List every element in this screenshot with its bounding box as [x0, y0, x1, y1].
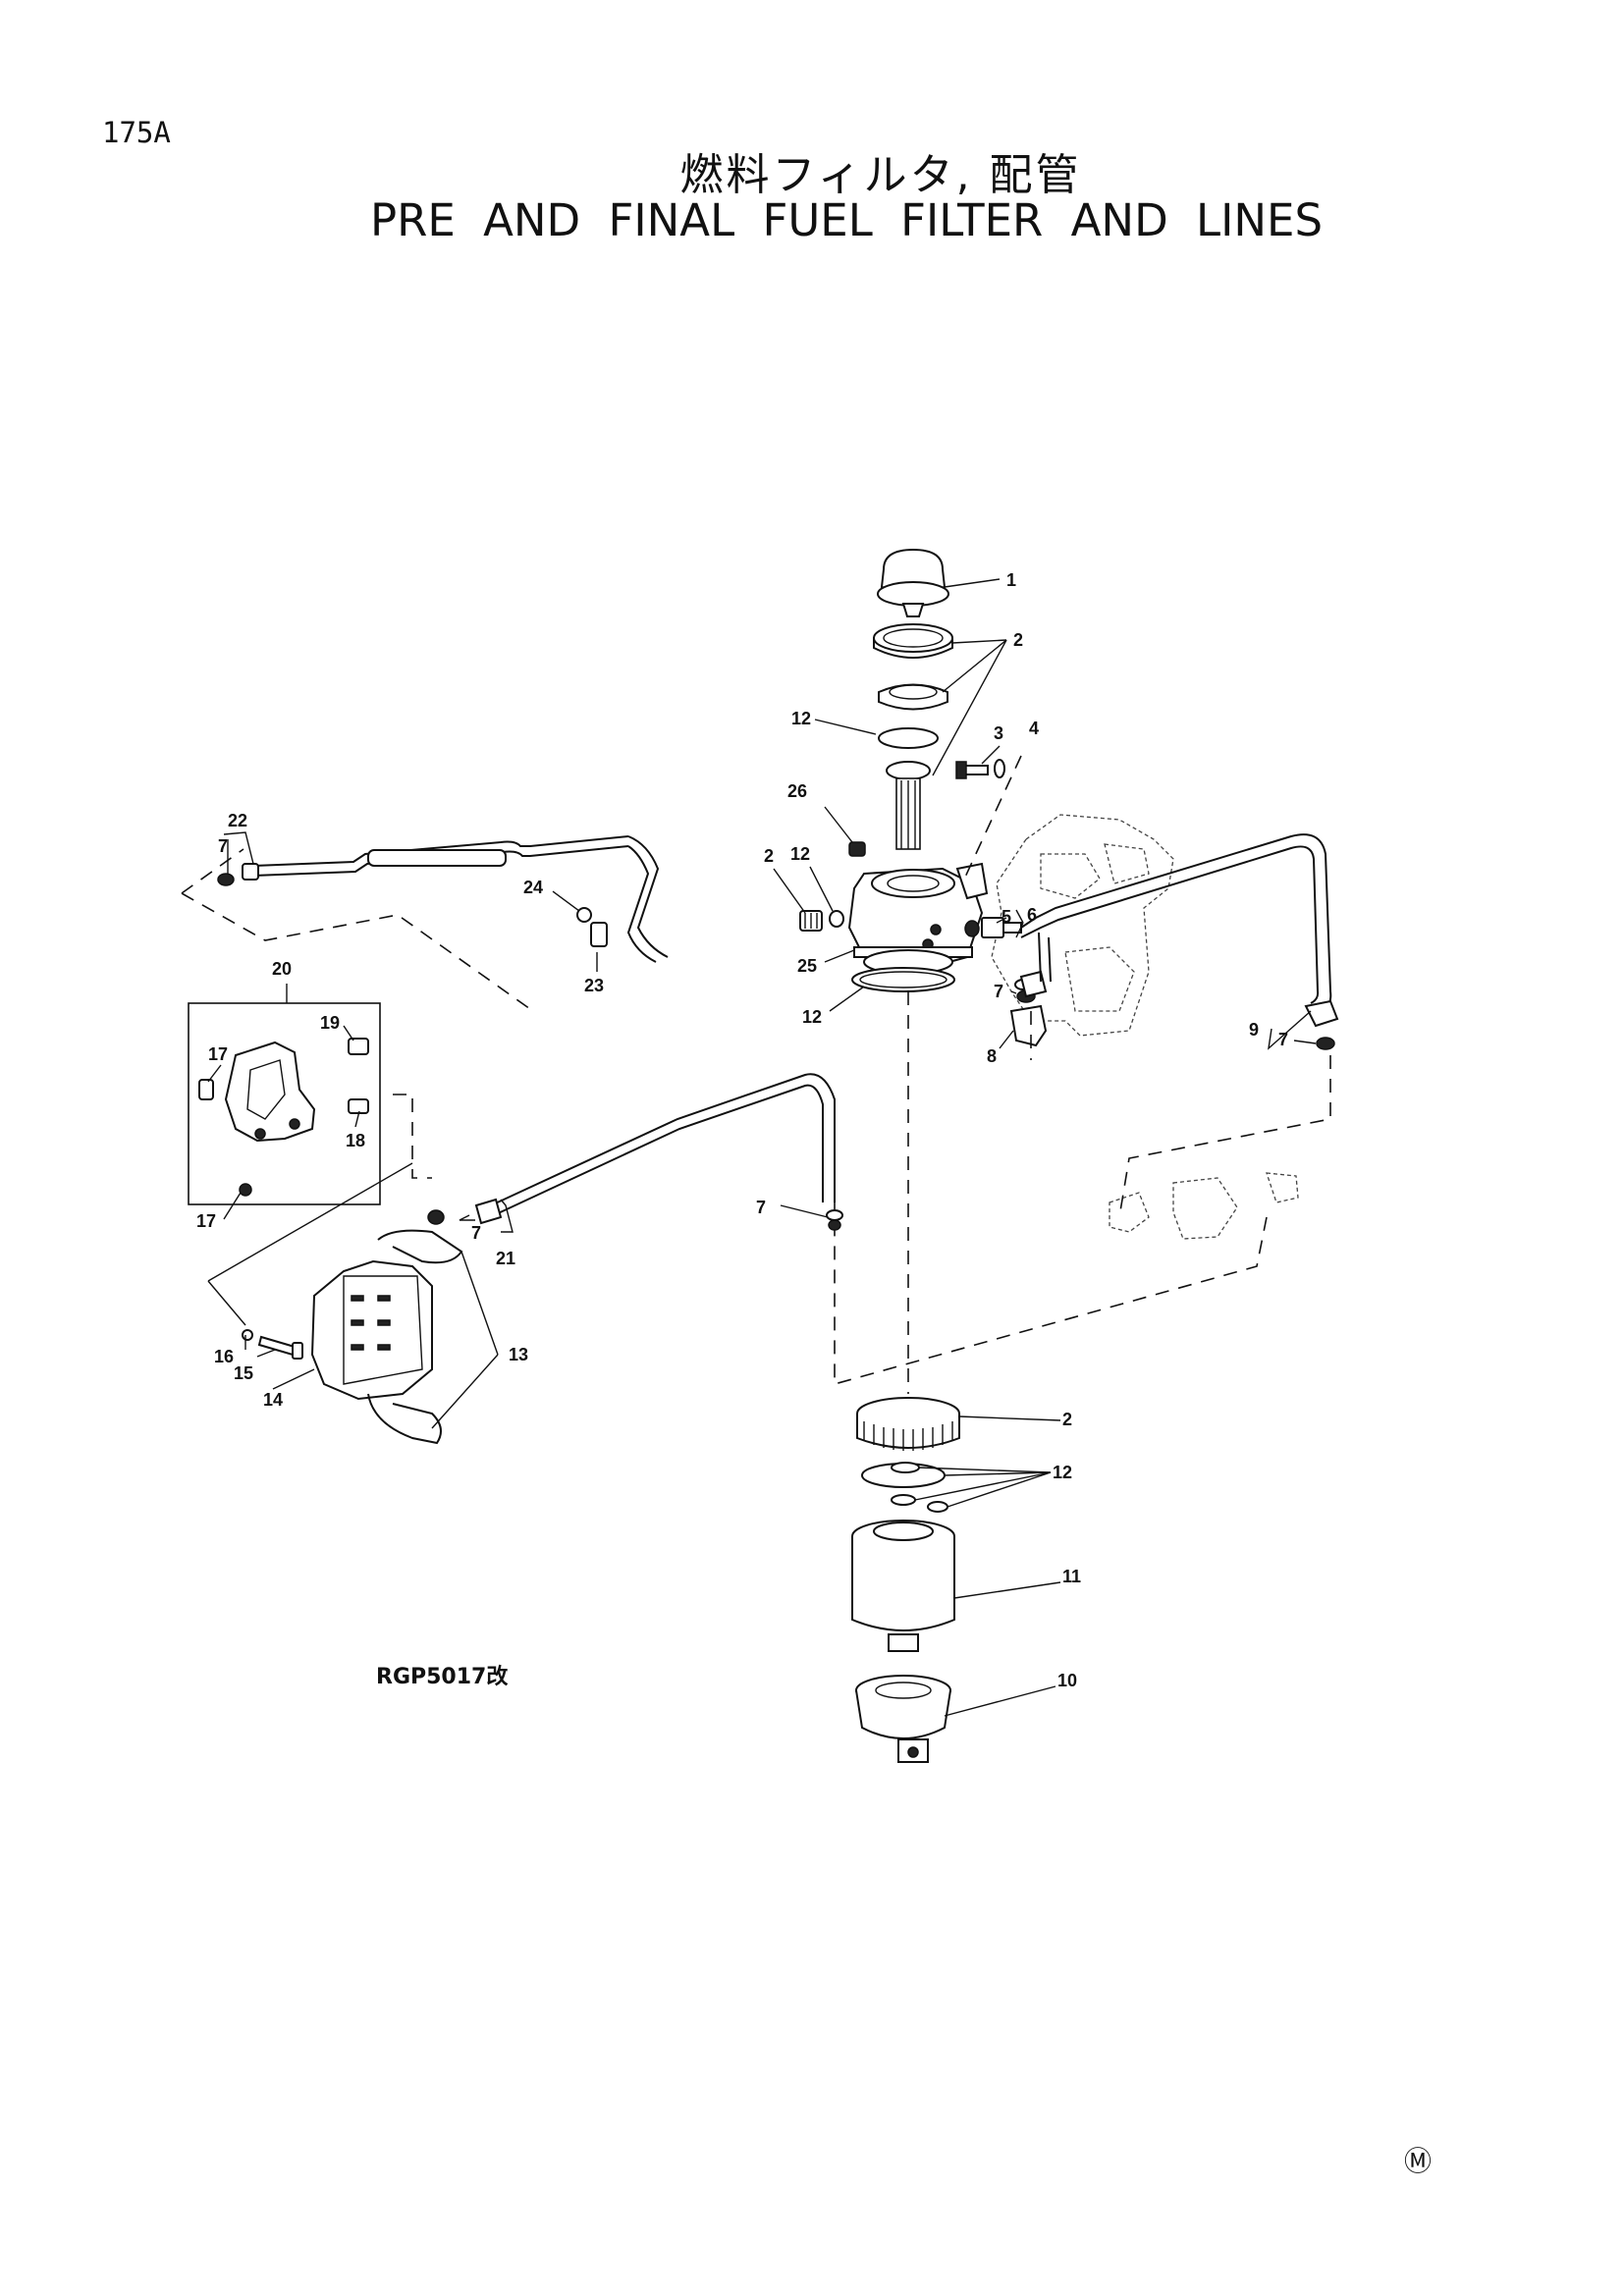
- callout-13: 13: [509, 1345, 528, 1364]
- callout-7-top: 7: [218, 836, 228, 856]
- callout-20: 20: [272, 959, 292, 979]
- leader-lines: [207, 578, 1317, 1717]
- injector-parts-outline: [1109, 1172, 1299, 1240]
- callout-4: 4: [1029, 719, 1039, 738]
- figure-code: RGP5017改: [376, 1665, 509, 1689]
- fuel-line-21: [427, 1073, 843, 1231]
- callout-10: 10: [1057, 1671, 1077, 1690]
- title-english: PRE AND FINAL FUEL FILTER AND LINES: [369, 194, 1324, 246]
- callout-5: 5: [1001, 907, 1011, 927]
- callout-12-base: 12: [802, 1007, 822, 1027]
- part-4-washer: [994, 759, 1005, 778]
- callout-6: 6: [1027, 905, 1037, 925]
- callout-8: 8: [987, 1046, 997, 1066]
- callout-12-top: 12: [791, 709, 811, 728]
- part-13-clamp-lower: [367, 1393, 442, 1445]
- callout-2-top: 2: [1013, 630, 1023, 650]
- part-17-plug-a: [198, 1079, 214, 1100]
- callout-7-mid: 7: [471, 1223, 481, 1243]
- callout-3: 3: [994, 723, 1003, 743]
- part-20-bracket: [224, 1041, 316, 1143]
- part-23-union: [590, 922, 608, 947]
- part-13-clamp-upper: [377, 1229, 463, 1264]
- part-1-cap: [877, 548, 949, 617]
- callout-26: 26: [787, 781, 807, 801]
- callout-21: 21: [496, 1249, 515, 1268]
- callout-25: 25: [797, 956, 817, 976]
- callout-19: 19: [320, 1013, 340, 1033]
- callout-22: 22: [228, 811, 247, 830]
- callout-14: 14: [263, 1390, 283, 1410]
- part-2-upper-rings: [873, 623, 953, 711]
- callout-18: 18: [346, 1131, 365, 1150]
- title-japanese: 燃料フィルタ, 配管: [679, 150, 1082, 200]
- part-14-prefilter: [310, 1259, 433, 1401]
- part-26-plug: [848, 841, 866, 857]
- fuel-line-9: [1020, 833, 1332, 1012]
- callout-2-left: 2: [764, 846, 774, 866]
- part-10-water-bowl: [855, 1675, 951, 1763]
- part-16-washer: [242, 1329, 253, 1341]
- callout-2-bottom: 2: [1062, 1410, 1072, 1429]
- part-19-fitting: [348, 1038, 369, 1055]
- bracket-group-box: [188, 1002, 381, 1205]
- part-11-filter-element: [851, 1520, 955, 1652]
- corner-mark: Ⓜ: [1404, 2145, 1433, 2177]
- callout-12-left: 12: [790, 844, 810, 864]
- callout-17-b: 17: [196, 1211, 216, 1231]
- callout-16: 16: [214, 1347, 234, 1366]
- filter-head-body: [847, 862, 989, 975]
- callout-24: 24: [523, 878, 543, 897]
- part-3-bolt: [955, 761, 989, 779]
- part-2-bleed-screw: [799, 910, 844, 932]
- part-12-lower-orings: [861, 1462, 948, 1513]
- callout-9: 9: [1249, 1020, 1259, 1040]
- callout-7-right: 7: [994, 982, 1003, 1001]
- callout-12-bottom: 12: [1053, 1463, 1072, 1482]
- callout-11: 11: [1062, 1567, 1081, 1586]
- part-5-6-fitting: [964, 917, 1022, 938]
- part-17-plug-b: [239, 1183, 252, 1197]
- callout-15: 15: [234, 1363, 253, 1383]
- page-number: 175A: [102, 116, 171, 149]
- fuel-line-22: [217, 835, 669, 963]
- part-24-washer: [576, 907, 592, 923]
- engine-block-outline: [991, 814, 1174, 1037]
- part-12-oring-upper: [878, 727, 939, 749]
- part-2-lower-ring: [856, 1397, 960, 1451]
- filter-element-top: [886, 761, 931, 850]
- callout-7-far: 7: [1278, 1030, 1288, 1049]
- callout-17-a: 17: [208, 1044, 228, 1064]
- callout-23: 23: [584, 976, 604, 995]
- callout-1: 1: [1006, 570, 1016, 590]
- callout-7-center: 7: [756, 1198, 766, 1217]
- part-18-fitting: [348, 1098, 369, 1114]
- part-15-bolt: [257, 1335, 297, 1357]
